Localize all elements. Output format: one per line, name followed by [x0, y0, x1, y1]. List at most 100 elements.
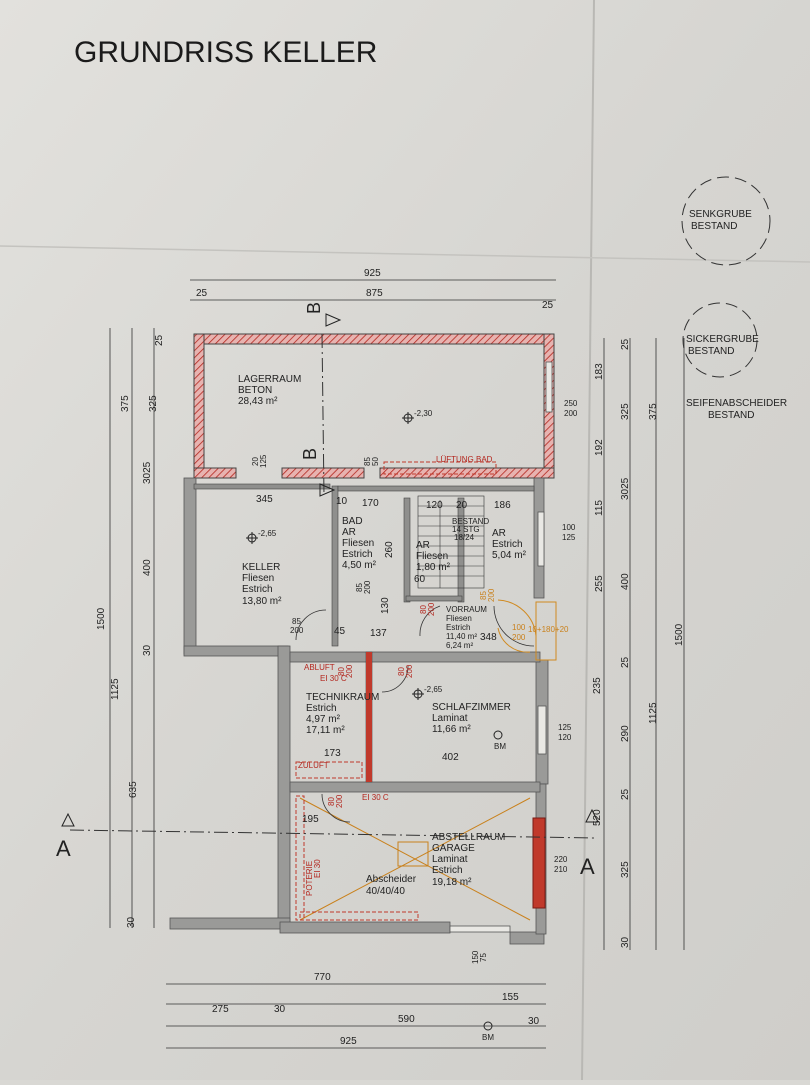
- dim-door-85a: 85: [292, 617, 301, 626]
- duct-bottom: [299, 911, 419, 921]
- dim-win-150: 150: [471, 950, 480, 964]
- dim-int-402: 402: [442, 752, 459, 763]
- dim-right-30: 30: [620, 936, 631, 948]
- dim-int-173: 173: [324, 748, 341, 759]
- svg-text:40/40/40: 40/40/40: [366, 886, 405, 897]
- dim-win-250: 250: [564, 399, 578, 408]
- svg-text:LAGERRAUM: LAGERRAUM: [238, 374, 301, 385]
- svg-text:BAD: BAD: [342, 516, 363, 527]
- svg-text:BESTAND: BESTAND: [691, 221, 738, 232]
- svg-text:TECHNIKRAUM: TECHNIKRAUM: [306, 692, 379, 703]
- schlafzimmer-window: [537, 705, 547, 755]
- section-b-label-top: B: [304, 302, 324, 314]
- seifenabscheider-status: BESTAND: [708, 410, 755, 421]
- svg-text:Laminat: Laminat: [432, 854, 468, 865]
- svg-text:Abscheider: Abscheider: [366, 874, 417, 885]
- dim-right-192: 192: [594, 439, 605, 456]
- dim-right-400: 400: [620, 573, 631, 590]
- dim-right-25c: 25: [620, 788, 631, 800]
- bm-marker-schlafzimmer: BM: [493, 730, 506, 751]
- section-b-arrow-mid: [319, 483, 336, 497]
- dim-bottom-590: 590: [398, 1014, 415, 1025]
- svg-text:BESTAND: BESTAND: [688, 346, 735, 357]
- dim-right-325a: 325: [620, 403, 631, 420]
- dim-bottom-overall: 925: [340, 1036, 357, 1047]
- svg-text:11,40 m²: 11,40 m²: [446, 632, 477, 641]
- dim-int-20: 20: [456, 500, 468, 511]
- dim-right-25b: 25: [620, 656, 631, 668]
- dim-int-85a: 85: [355, 583, 364, 592]
- level-marker-schlafzimmer: -2,65: [412, 685, 443, 700]
- svg-text:GARAGE: GARAGE: [432, 843, 475, 854]
- dim-door-85b: 85: [479, 591, 488, 600]
- section-a-label-left: A: [56, 836, 71, 861]
- svg-text:1,80 m²: 1,80 m²: [416, 562, 451, 573]
- dim-door-80d: 80: [419, 605, 428, 614]
- ei30c-label-a: EI 30 C: [320, 674, 347, 683]
- dim-bottom-155: 155: [502, 992, 519, 1003]
- senkgrube-symbol: SENKGRUBE BESTAND: [681, 176, 771, 266]
- room-ar-small: AR Fliesen 1,80 m²: [416, 540, 451, 573]
- dim-door-80b: 80: [397, 667, 406, 676]
- dim-win-50: 50: [371, 457, 380, 466]
- dim-win-85: 85: [363, 457, 372, 466]
- plan-title: GRUNDRISS KELLER: [74, 36, 377, 69]
- garage-bottom-window: [449, 925, 511, 933]
- garage-gate: [532, 817, 546, 909]
- svg-text:SENKGRUBE: SENKGRUBE: [689, 209, 752, 220]
- sickergrube-symbol: SICKERGRUBE BESTAND: [682, 302, 759, 378]
- dim-right-1500: 1500: [674, 623, 685, 646]
- dim-left-375: 375: [120, 395, 131, 412]
- dim-int-120: 120: [426, 500, 443, 511]
- svg-text:VORRAUM: VORRAUM: [446, 605, 487, 614]
- door-swings-orange: [497, 599, 557, 661]
- dim-win-120: 120: [558, 733, 572, 742]
- room-bad: BAD AR Fliesen Estrich 4,50 m²: [342, 516, 377, 571]
- abluft-label: ABLUFT: [304, 663, 335, 672]
- svg-text:5,04 m²: 5,04 m²: [492, 550, 527, 561]
- dim-win-100: 100: [562, 523, 576, 532]
- dim-top-overall: 925: [364, 268, 381, 279]
- dim-int-130: 130: [380, 597, 391, 614]
- dim-right-1125: 1125: [648, 702, 659, 724]
- dim-int-195: 195: [302, 814, 319, 825]
- stair-dimension-label: 18/24: [454, 533, 475, 542]
- dim-win-20: 20: [251, 457, 260, 466]
- svg-text:SCHLAFZIMMER: SCHLAFZIMMER: [432, 702, 511, 713]
- dim-int-137: 137: [370, 628, 387, 639]
- dim-left-25: 25: [154, 334, 165, 346]
- ei30-vertical-label: EI 30: [313, 859, 322, 878]
- svg-text:Laminat: Laminat: [432, 713, 468, 724]
- svg-text:-2,65: -2,65: [258, 529, 277, 538]
- ei30c-label-b: EI 30 C: [362, 793, 389, 802]
- dim-door-80a: 80: [337, 667, 346, 676]
- paper-fold: [581, 0, 595, 1081]
- svg-text:BM: BM: [482, 1033, 494, 1042]
- dim-top-25-right: 25: [542, 300, 554, 311]
- dim-right-3025: 3025: [620, 477, 631, 500]
- dim-win-210: 210: [554, 865, 568, 874]
- dim-bottom-30a: 30: [274, 1004, 286, 1015]
- section-b-arrow-top: [325, 313, 342, 327]
- dim-door-100: 100: [512, 623, 526, 632]
- dim-door-200f: 200: [512, 633, 526, 642]
- svg-text:ABSTELLRAUM: ABSTELLRAUM: [432, 832, 505, 843]
- dim-int-10: 10: [336, 496, 348, 507]
- svg-text:-2,65: -2,65: [424, 685, 443, 694]
- svg-text:4,97 m²: 4,97 m²: [306, 714, 341, 725]
- level-marker-keller: -2,65: [246, 529, 277, 544]
- dim-int-186: 186: [494, 500, 511, 511]
- stair-steps-label: 14 STG: [452, 525, 480, 534]
- svg-text:AR: AR: [492, 528, 506, 539]
- dim-left-635: 635: [128, 781, 139, 798]
- dim-door-200g: 200: [427, 602, 436, 616]
- svg-text:BM: BM: [494, 742, 506, 751]
- fire-wall-technikraum: [366, 652, 372, 782]
- svg-text:Estrich: Estrich: [432, 865, 463, 876]
- dim-int-345: 345: [256, 494, 273, 505]
- staircase: [417, 495, 485, 589]
- svg-text:AR: AR: [342, 527, 356, 538]
- dim-top-875: 875: [366, 288, 383, 299]
